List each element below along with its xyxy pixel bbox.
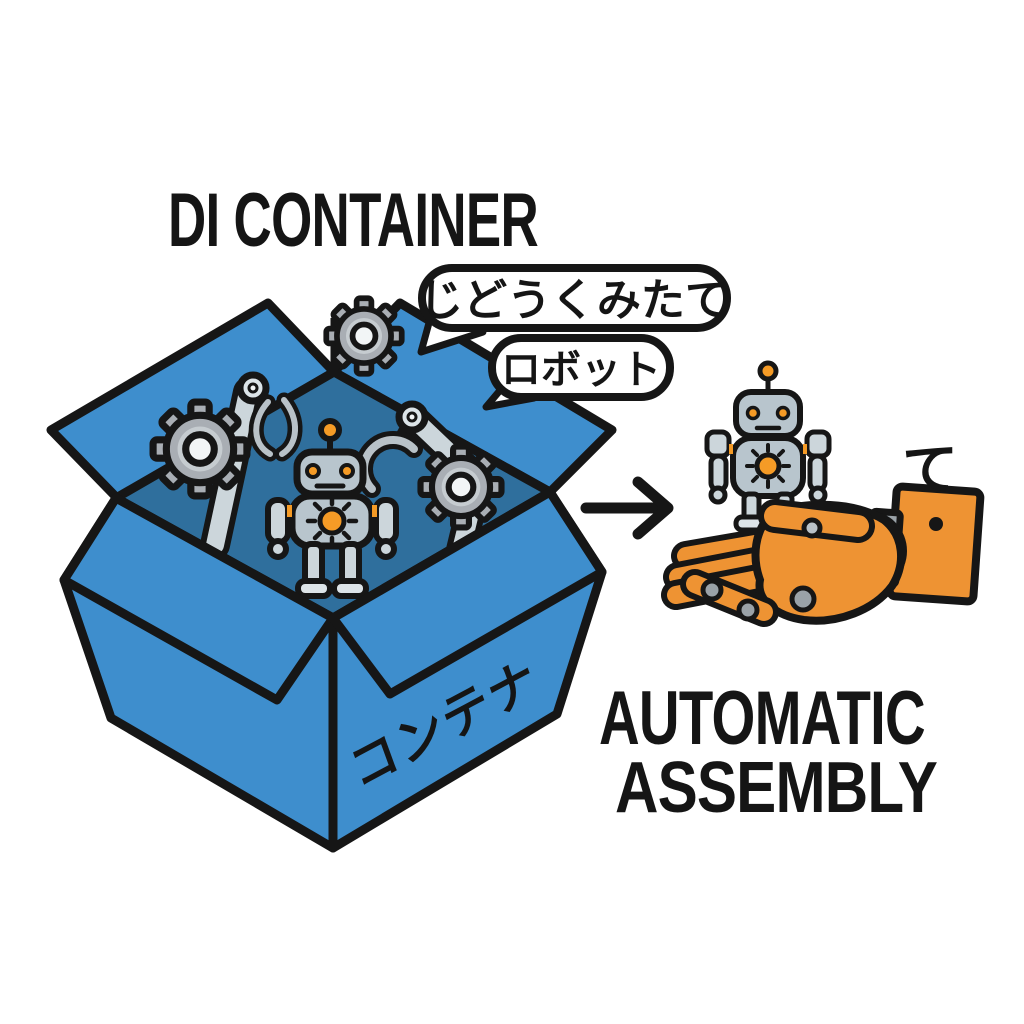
box-front-flap-right bbox=[328, 487, 607, 699]
gear-icon-left bbox=[153, 402, 247, 496]
title-di-container: DI CONTAINER bbox=[168, 178, 538, 263]
caption-automatic: AUTOMATIC bbox=[599, 676, 925, 761]
robot-icon bbox=[265, 418, 399, 599]
box-front bbox=[59, 487, 607, 853]
speech-bubble: じどうくみたて ロボット bbox=[417, 264, 731, 411]
caption-assembly: ASSEMBLY bbox=[615, 748, 937, 828]
speech-bubble-line2-pill bbox=[488, 334, 674, 401]
claw-gripper-icon bbox=[248, 392, 303, 462]
assembled-robot-icon bbox=[704, 360, 832, 533]
gear-icon-top bbox=[326, 298, 401, 373]
antenna-ball bbox=[318, 418, 342, 442]
te-label: て bbox=[902, 438, 958, 503]
gear-icon-right bbox=[421, 447, 502, 528]
box-front-flap-left bbox=[59, 493, 338, 705]
speech-bubble-text-line2: ロボット bbox=[501, 347, 661, 393]
speech-bubble-text-line1: じどうくみたて bbox=[419, 275, 729, 326]
robot-hand-icon bbox=[661, 482, 985, 627]
chest-emblem bbox=[317, 506, 347, 536]
arrow-right-icon bbox=[580, 476, 674, 540]
speech-bubble-line1-pill bbox=[418, 264, 731, 332]
